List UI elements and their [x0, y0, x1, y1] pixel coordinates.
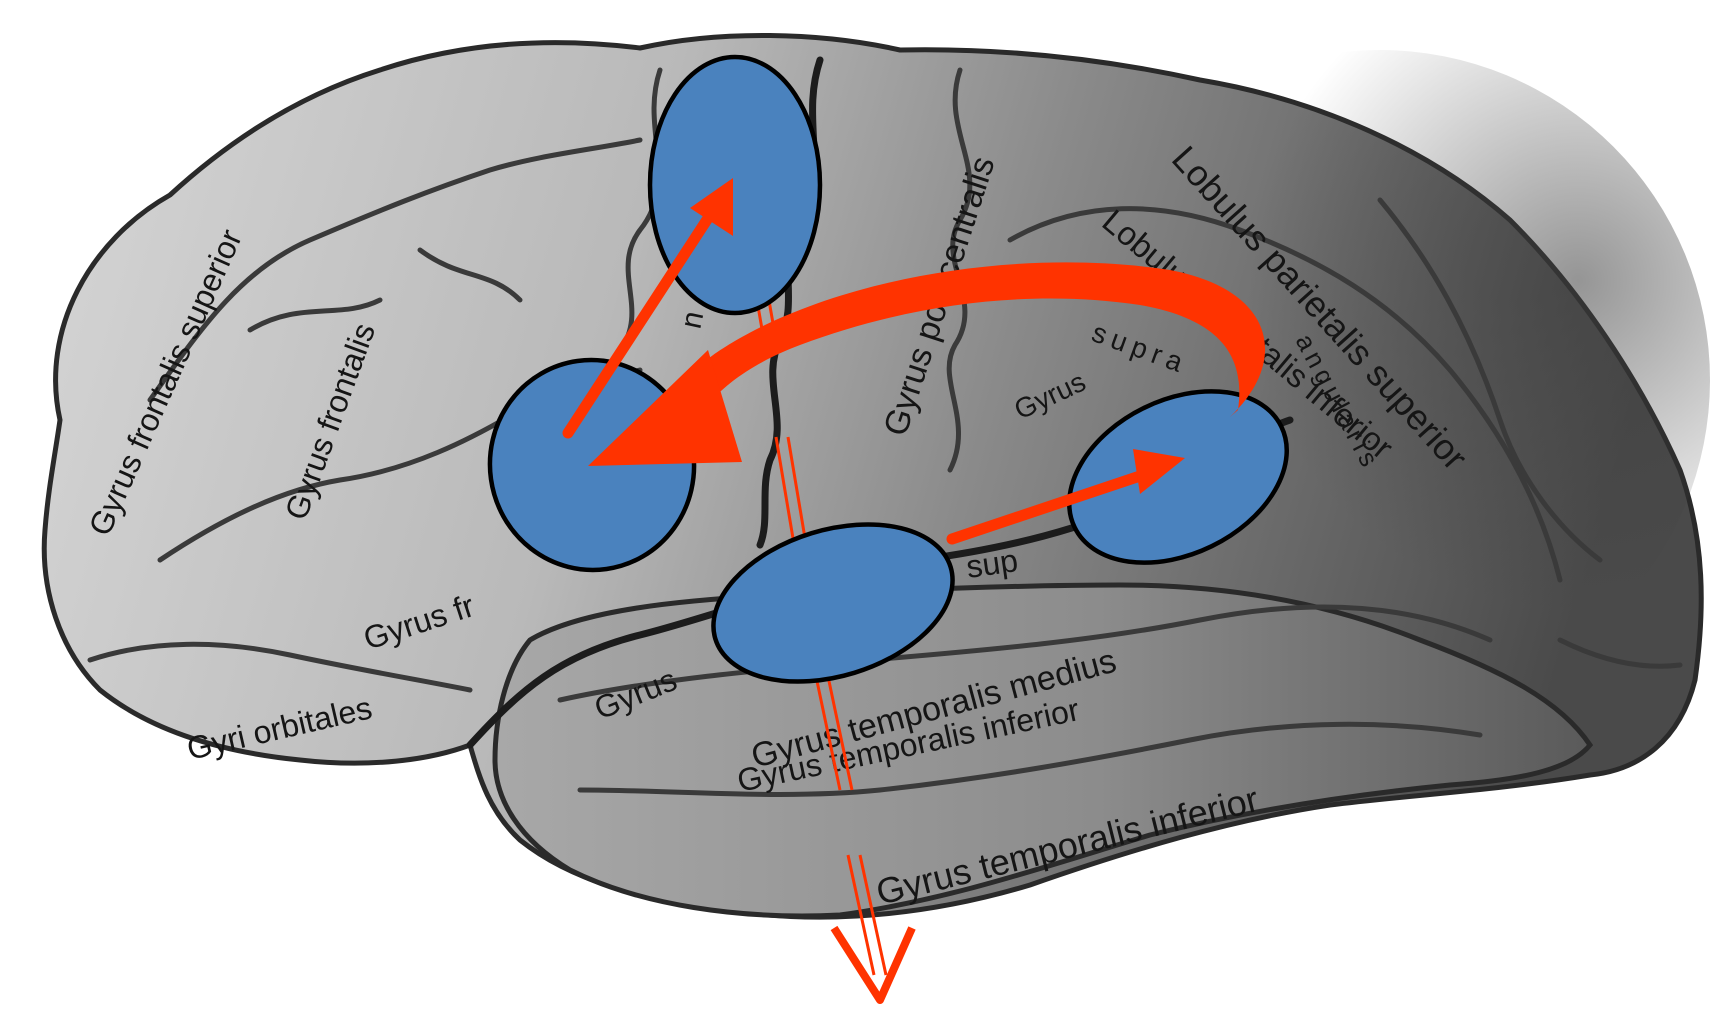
label-gyrus-temporalis-superior-fragment: sup	[964, 542, 1020, 585]
